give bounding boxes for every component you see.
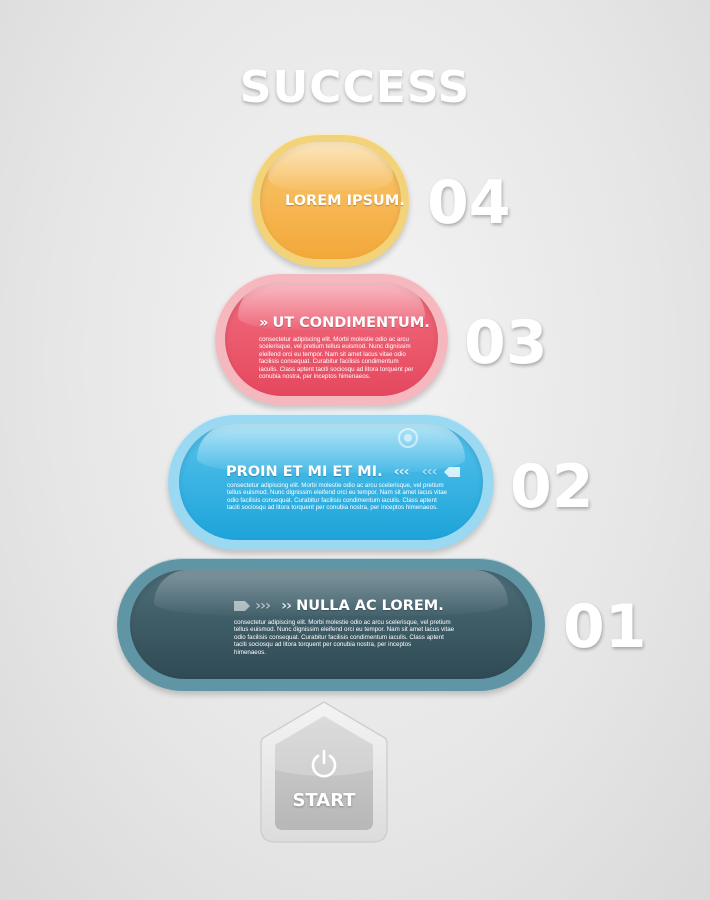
step-01-body-line: consectetur adipiscing elit. Morbi moles… xyxy=(234,619,451,626)
step-03-number: 03 xyxy=(464,308,548,378)
step-03-body-line: conubia nostra, per inceptos himenaeos. xyxy=(259,373,371,381)
step-04-badge: LOREM IPSUM. xyxy=(252,134,409,267)
step-01-body: consectetur adipiscing elit. Morbi moles… xyxy=(234,619,474,656)
chevron-right-icon: ››› xyxy=(255,598,271,614)
step-02-heading-text: PROIN ET MI ET MI. xyxy=(226,464,383,480)
step-02-body-line: taciti sociosqu ad litora torquent per c… xyxy=(227,504,438,512)
step-04-heading: LOREM IPSUM. xyxy=(285,193,405,209)
start-button[interactable]: START xyxy=(259,700,389,844)
step-03-body-line: iaculis. Class aptent taciti sociosqu ad… xyxy=(259,365,414,373)
step-03-body-line: scelerisque, vel pretium tellus euismod.… xyxy=(259,343,411,351)
start-label: START xyxy=(292,790,356,811)
step-02-number: 02 xyxy=(510,452,594,522)
arrow-tag-left-icon xyxy=(443,467,460,477)
step-03-heading: » UT CONDIMENTUM. xyxy=(259,315,430,331)
step-03-body-line: consectetur adipiscing elit. Morbi moles… xyxy=(259,336,409,343)
chevron-left-icon: ‹‹‹ xyxy=(393,464,410,480)
step-02-body-line: odio facilisis consequat. Curabitur faci… xyxy=(227,496,437,504)
step-02-body: consectetur adipiscing elit. Morbi moles… xyxy=(227,482,467,512)
step-04-number: 04 xyxy=(427,168,511,238)
step-02-badge: PROIN ET MI ET MI. ‹‹‹ ‹‹‹ consectetur a… xyxy=(168,414,494,550)
step-03-body-line: eleifend orci eu tempor. Nam sit amet la… xyxy=(259,350,406,358)
chevron-left-icon: ‹‹‹ xyxy=(421,464,438,480)
target-icon xyxy=(398,428,418,448)
step-02-body-line: tellus euismod. Nunc dignissim eleifend … xyxy=(227,489,448,497)
step-01-body-line: himenaeos. xyxy=(234,648,266,656)
power-icon xyxy=(311,749,337,778)
step-01-heading-text: NULLA AC LOREM. xyxy=(296,598,444,614)
step-02-body-line: consectetur adipiscing elit. Morbi moles… xyxy=(227,482,444,489)
step-01-body-line: odio facilisis consequat. Curabitur faci… xyxy=(234,633,444,641)
step-01-body-line: tellus euismod. Nunc dignissim eleifend … xyxy=(234,626,455,634)
chevron-right-icon: » xyxy=(259,315,268,331)
chevron-right-icon: ›› xyxy=(281,598,292,614)
diagram-title: SUCCESS xyxy=(239,62,471,113)
step-01-badge: ››› ›› NULLA AC LOREM. consectetur adipi… xyxy=(117,558,545,691)
step-01-number: 01 xyxy=(563,592,647,662)
step-03-body-line: facilisis consequat. Curabitur facilisis… xyxy=(259,358,399,366)
step-01-body-line: taciti sociosqu ad litora torquent per c… xyxy=(234,641,412,649)
step-01-heading: ››› ›› NULLA AC LOREM. xyxy=(234,598,444,614)
step-03-body: consectetur adipiscing elit. Morbi moles… xyxy=(259,336,419,380)
arrow-tag-right-icon xyxy=(234,601,250,611)
step-03-heading-text: UT CONDIMENTUM. xyxy=(272,315,430,331)
step-03-badge: » UT CONDIMENTUM. consectetur adipiscing… xyxy=(215,273,448,405)
step-02-heading: PROIN ET MI ET MI. ‹‹‹ ‹‹‹ xyxy=(226,464,460,480)
